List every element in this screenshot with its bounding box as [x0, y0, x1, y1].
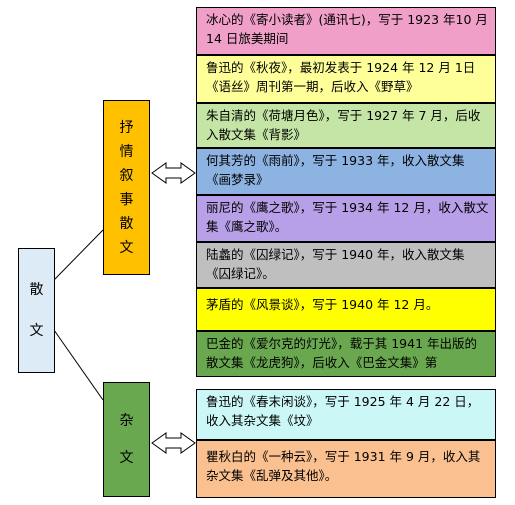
item-heqifang: 何其芳的《雨前》，写于 1933 年，收入散文集《画梦录》	[196, 148, 496, 195]
line-root-to-lyric	[53, 229, 104, 281]
item-zhuziqing: 朱自清的《荷塘月色》，写于 1927 年 7 月，后收入散文集《背影》	[196, 103, 496, 148]
item-bajin: 巴金的《爱尔克的灯光》，载于其 1941 年出版的散文集《龙虎狗》，后收入《巴金…	[196, 331, 496, 377]
double-arrow-lyric	[151, 162, 196, 184]
category-char: 叙	[119, 167, 134, 184]
item-luxun-qiuye: 鲁迅的《秋夜》，最初发表于 1924 年 12 月 1日《语丝》周刊第一期，后收…	[196, 55, 496, 103]
category-zawen: 杂 文	[103, 382, 150, 497]
category-char: 文	[119, 239, 134, 256]
item-bingxin: 冰心的《寄小读者》(通讯七)，写于 1923 年10 月 14 日旅美期间	[196, 7, 496, 55]
line-root-to-zawen	[53, 329, 104, 401]
category-char: 文	[119, 450, 134, 466]
root-char: 文	[29, 323, 44, 339]
item-lini: 丽尼的《鹰之歌》，写于 1934 年 12 月，收入散文集《鹰之歌》。	[196, 195, 496, 242]
item-luxun-chunmo: 鲁迅的《春末闲谈》，写于 1925 年 4 月 22 日，收入其杂文集《坟》	[196, 389, 496, 440]
item-luli: 陆蠡的《囚绿记》，写于 1940 年，收入散文集《囚绿记》。	[196, 242, 496, 288]
category-lyric-narrative-prose: 抒 情 叙 事 散 文	[103, 100, 150, 275]
root-char: 散	[29, 282, 44, 298]
category-char: 散	[119, 215, 134, 232]
category-char: 情	[119, 143, 134, 160]
category-char: 抒	[119, 119, 134, 136]
category-char: 事	[119, 191, 134, 208]
category-char: 杂	[119, 413, 134, 429]
item-quqiubai: 瞿秋白的《一种云》，写于 1931 年 9 月，收入其杂文集《乱弹及其他》。	[196, 440, 496, 498]
root-node-sanwen: 散 文	[18, 248, 55, 373]
item-maodun: 茅盾的《风景谈》，写于 1940 年 12 月。	[196, 288, 496, 331]
double-arrow-zawen	[151, 432, 196, 454]
